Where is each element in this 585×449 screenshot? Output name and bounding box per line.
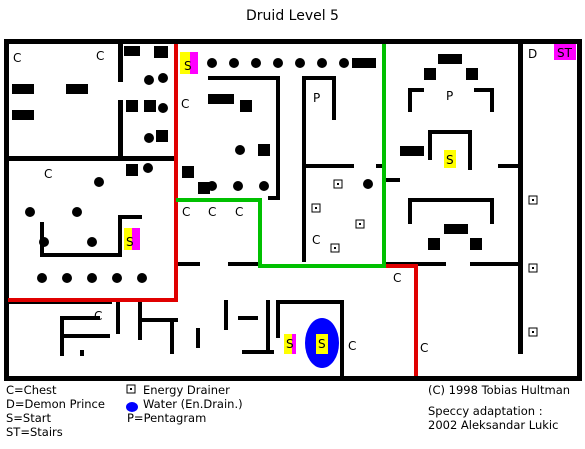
legend-water: Water (En.Drain.) — [143, 397, 243, 411]
legend-demon: D=Demon Prince — [6, 397, 105, 411]
legend-pentagram: P=Pentagram — [127, 411, 207, 425]
chest-label: C — [182, 205, 190, 219]
energy-drainer-icon — [330, 243, 340, 253]
chest-label: C — [44, 167, 52, 181]
energy-drainer-icon — [333, 179, 343, 189]
start-label: S — [446, 153, 454, 167]
chest-label: C — [181, 97, 189, 111]
chest-label: C — [393, 271, 401, 285]
demon-label: D — [528, 47, 537, 61]
credit-adaptation: Speccy adaptation : — [428, 404, 543, 418]
pentagram-label: P — [313, 91, 320, 105]
energy-drainer-icon — [528, 195, 538, 205]
start-label: S — [318, 337, 326, 351]
stairs-label: ST — [557, 46, 573, 60]
energy-drainer-icon — [355, 219, 365, 229]
energy-drainers — [311, 179, 538, 337]
legend-middle: Energy Drainer Water (En.Drain.) — [143, 383, 243, 411]
chest-label: C — [235, 205, 243, 219]
legend-left: C=Chest D=Demon Prince S=Start ST=Stairs — [6, 383, 105, 439]
blocks — [12, 46, 482, 250]
map-title: Druid Level 5 — [246, 8, 339, 24]
chest-label: C — [420, 341, 428, 355]
energy-drainer-icon — [528, 327, 538, 337]
energy-drainer-icon — [126, 384, 136, 394]
energy-drainer-icon — [528, 263, 538, 273]
boulders — [25, 58, 373, 283]
walls — [4, 39, 582, 381]
start-label: S — [286, 337, 294, 351]
chest-label: C — [348, 339, 356, 353]
water-icon — [126, 402, 138, 412]
legend-chest: C=Chest — [6, 383, 57, 397]
chest-label: C — [208, 205, 216, 219]
red-walls — [8, 44, 418, 376]
markers — [124, 44, 576, 354]
credit-author: 2002 Aleksandar Lukic — [428, 418, 559, 432]
start-label: S — [184, 59, 192, 73]
credit-copyright: (C) 1998 Tobias Hultman — [428, 383, 571, 397]
chest-label: C — [13, 51, 21, 65]
start-label: S — [126, 235, 134, 249]
pentagram-label: P — [446, 89, 453, 103]
legend-energy-drainer: Energy Drainer — [143, 383, 230, 397]
chest-label: C — [94, 309, 102, 323]
chest-label: C — [312, 233, 320, 247]
green-walls — [176, 44, 386, 268]
legend-stairs: ST=Stairs — [6, 425, 63, 439]
energy-drainer-icon — [311, 203, 321, 213]
chest-label: C — [156, 47, 164, 61]
chest-label: C — [96, 49, 104, 63]
legend-start: S=Start — [6, 411, 52, 425]
map-letters: C C C C C C C C C C C C C D S S S S S ST… — [13, 46, 573, 355]
